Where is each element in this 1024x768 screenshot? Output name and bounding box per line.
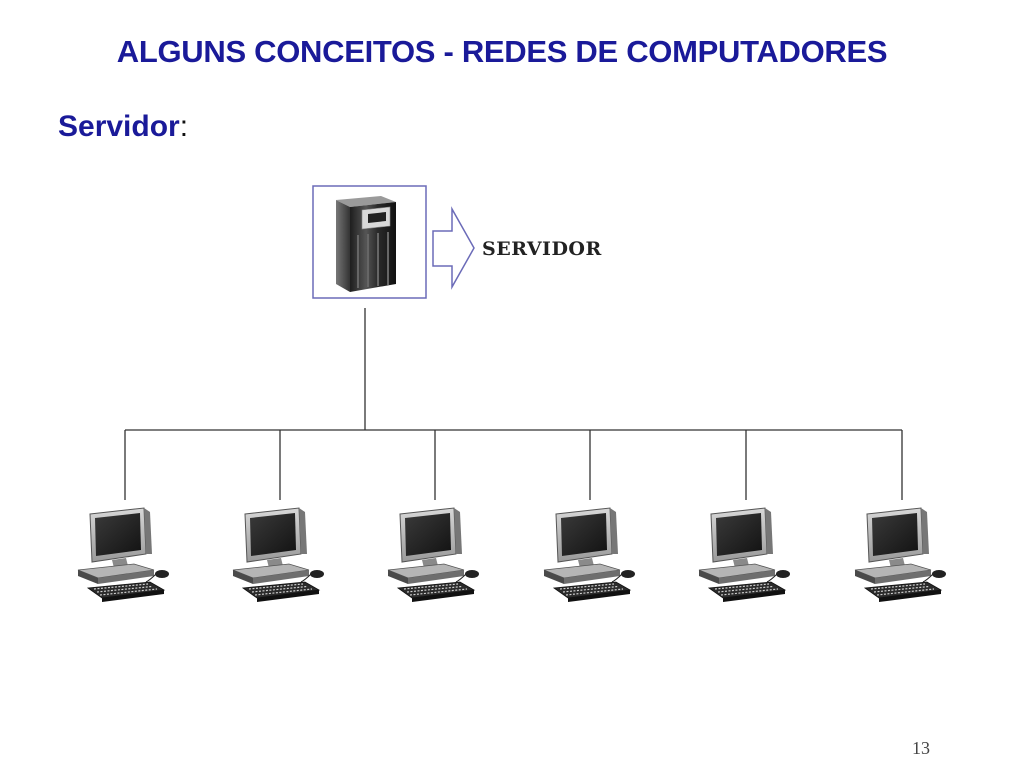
page-number: 13 bbox=[912, 738, 930, 758]
desktop-computer-icon bbox=[232, 507, 325, 603]
server-label: SERVIDOR bbox=[482, 238, 602, 260]
desktop-computer-icon bbox=[543, 507, 636, 603]
section-heading-colon: : bbox=[179, 110, 189, 143]
network-links bbox=[124, 308, 903, 500]
desktop-computer-icon bbox=[854, 507, 947, 603]
desktop-computer-icon bbox=[387, 507, 480, 603]
section-heading-text: Servidor bbox=[58, 110, 180, 143]
section-heading: Servidor: bbox=[58, 110, 188, 144]
desktop-computer-icon bbox=[698, 507, 791, 603]
arrow-right-icon bbox=[432, 206, 475, 290]
slide-title: ALGUNS CONCEITOS - REDES DE COMPUTADORES bbox=[116, 34, 888, 69]
desktop-computer-icon bbox=[77, 507, 170, 603]
server-tower-icon bbox=[336, 196, 396, 292]
